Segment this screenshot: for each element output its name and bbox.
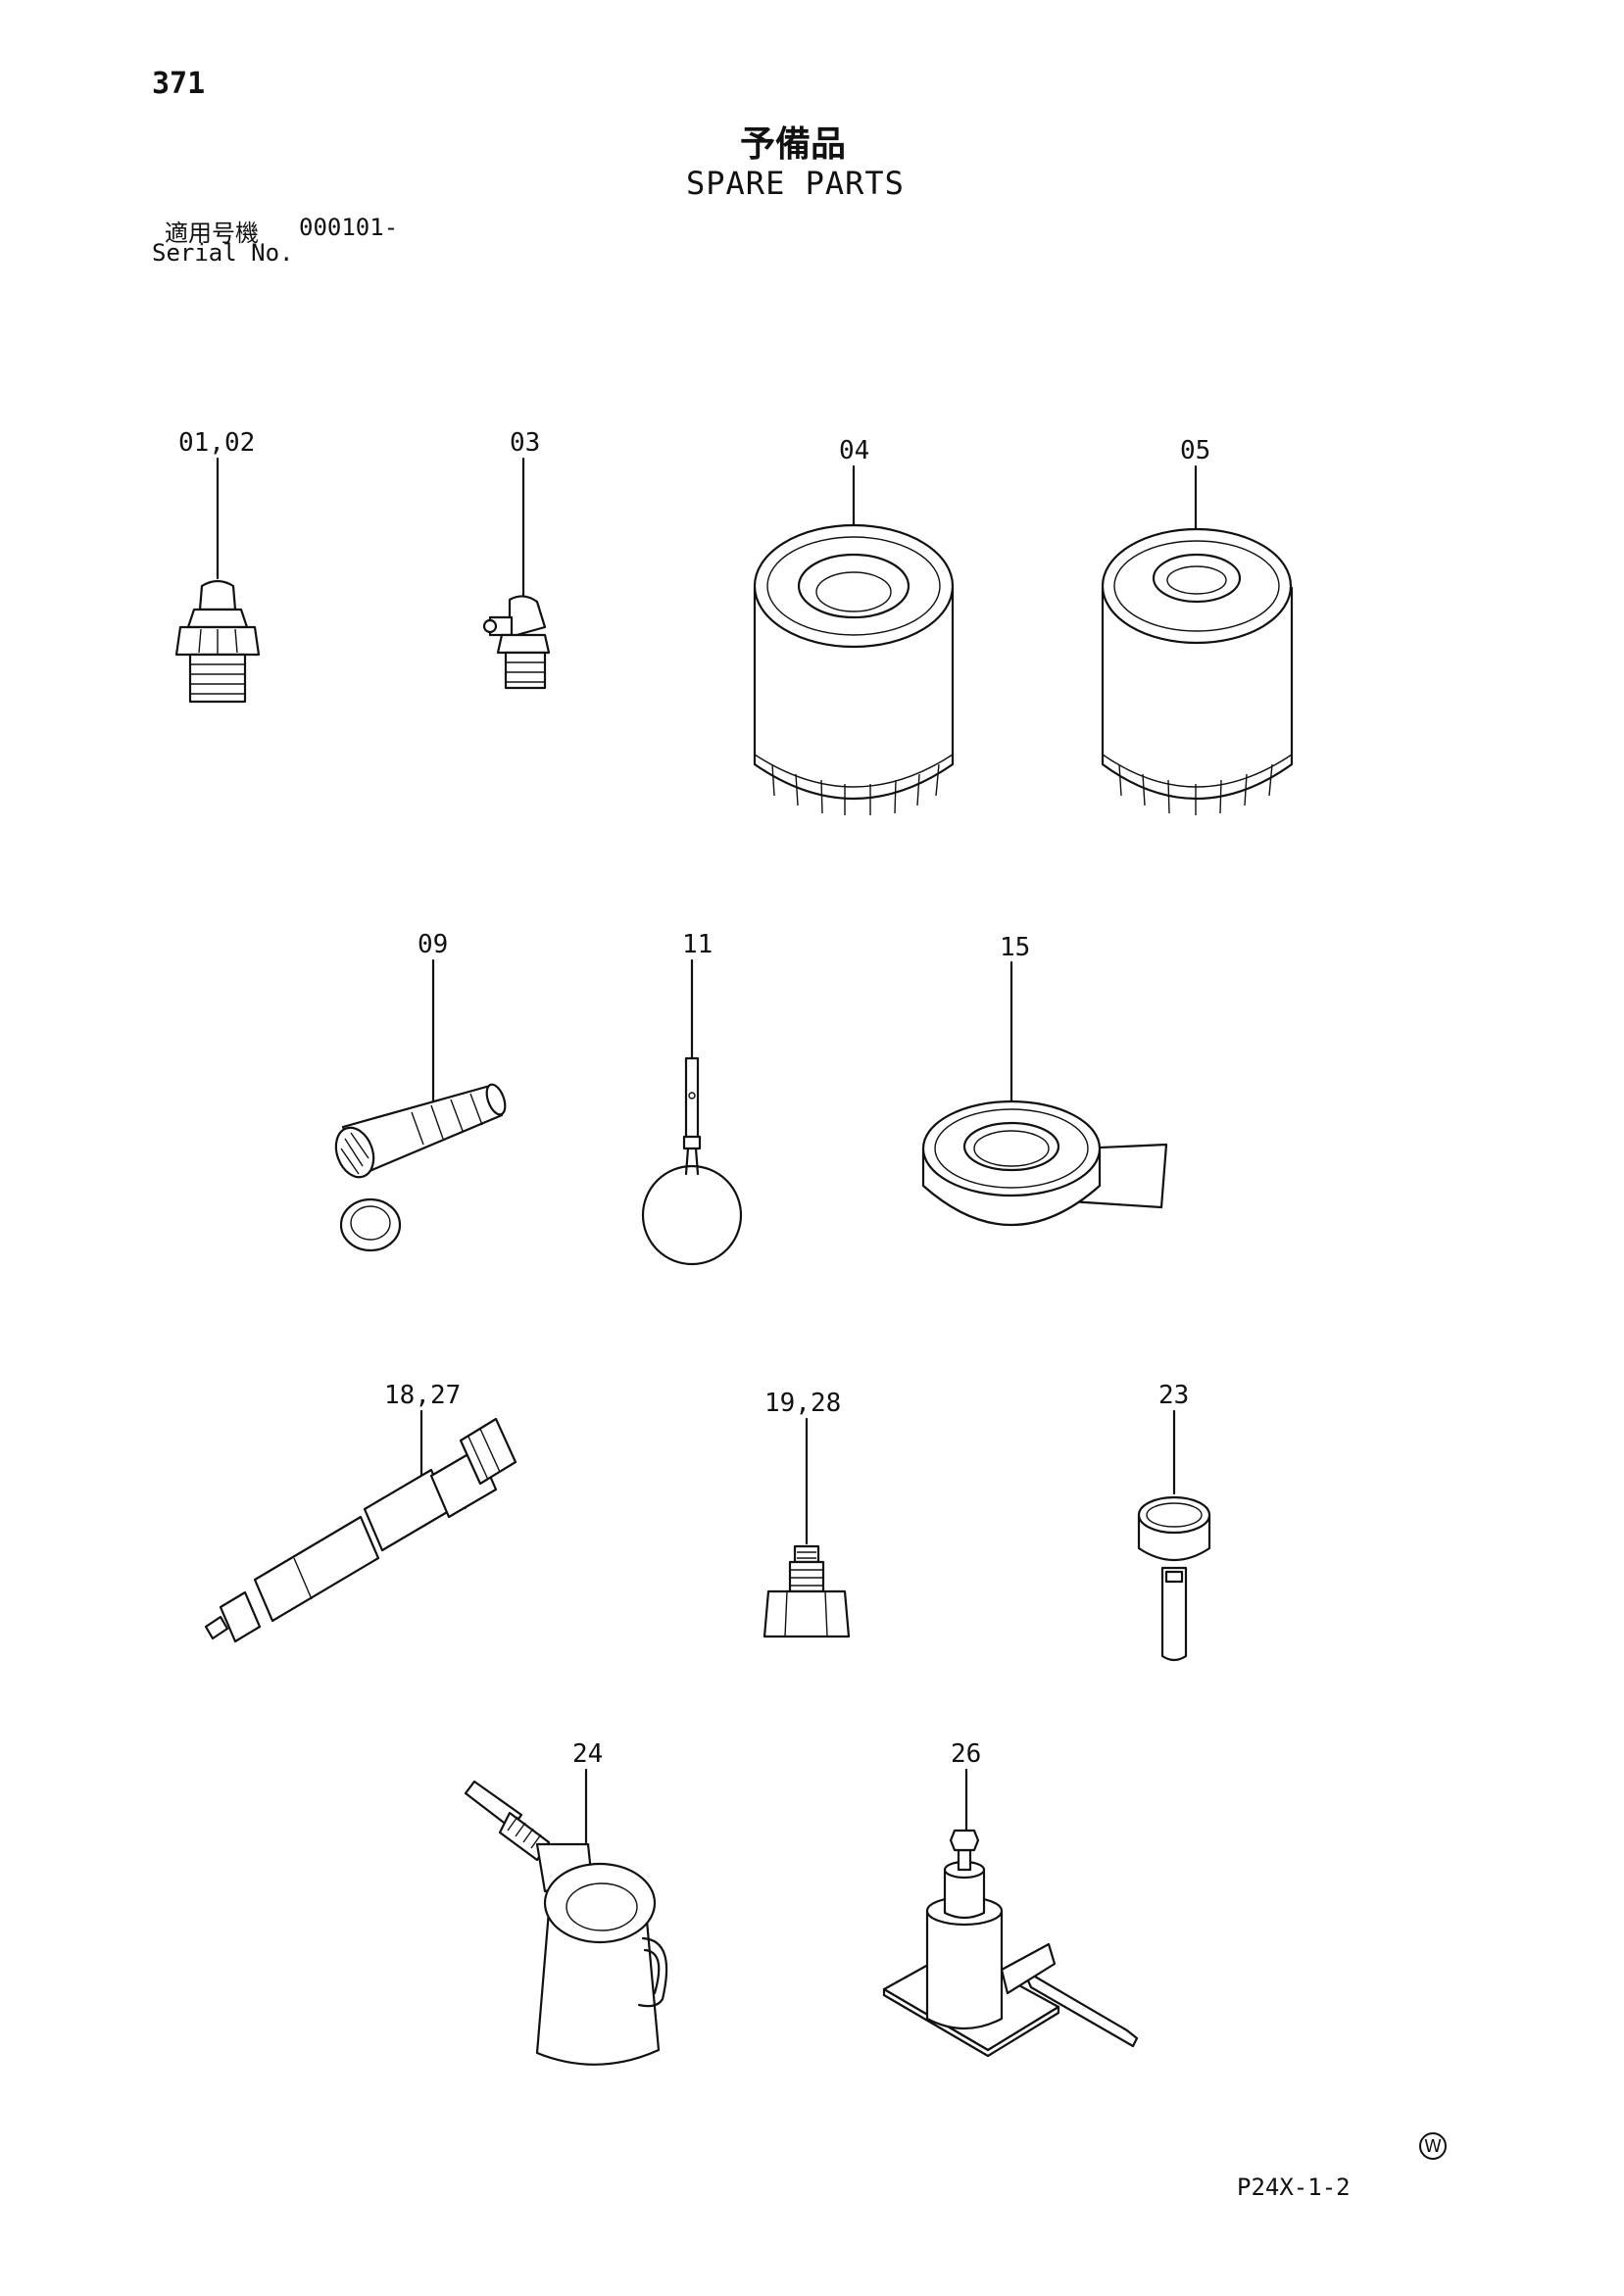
callout-label: 05 [1180, 436, 1210, 465]
part-03[interactable]: 03 [482, 428, 551, 690]
part-19-28[interactable]: 19,28 [763, 1389, 851, 1638]
part-09[interactable]: 09 [329, 930, 509, 1252]
grease-nipple-straight-icon [174, 579, 261, 704]
callout-label: 09 [418, 930, 448, 959]
page-title-en: SPARE PARTS [686, 165, 905, 202]
sealing-tape-roll-icon [921, 1099, 1168, 1226]
grease-nipple-angled-icon [482, 595, 551, 690]
serial-label-jp: 適用号機 [165, 220, 259, 247]
callout-label: 15 [1000, 933, 1030, 962]
page-number: 371 [152, 67, 206, 101]
drawing-code: P24X-1-2 [1237, 2174, 1351, 2201]
oil-can-icon [464, 1780, 668, 2066]
page-title-jp: 予備品 [740, 124, 847, 165]
funnel-tube-icon [1137, 1495, 1211, 1662]
serial-label-en: Serial No. [152, 239, 294, 267]
strainer-element-icon [334, 1083, 507, 1252]
callout-label: 24 [572, 1739, 603, 1769]
part-11[interactable]: 11 [641, 930, 743, 1266]
gauge-ring-icon [641, 1056, 743, 1266]
part-05[interactable]: 05 [1101, 436, 1294, 815]
callout-label: 26 [951, 1739, 981, 1769]
callout-label: 23 [1158, 1381, 1189, 1410]
part-01-02[interactable]: 01,02 [174, 428, 261, 704]
part-26[interactable]: 26 [882, 1739, 1139, 2058]
callout-label: 18,27 [384, 1381, 461, 1410]
adapter-nipple-icon [763, 1544, 851, 1638]
serial-value: 000101- [299, 214, 399, 241]
hydraulic-jack-icon [882, 1829, 1139, 2058]
callout-label: 04 [839, 436, 869, 465]
maker-mark-icon: W [1419, 2132, 1447, 2160]
filter-cartridge-icon [753, 523, 955, 815]
callout-label: 03 [510, 428, 540, 458]
grease-hose-icon [204, 1417, 517, 1643]
callout-label: 01,02 [178, 428, 255, 458]
callout-label: 19,28 [764, 1389, 841, 1418]
callout-label: 11 [682, 930, 713, 959]
filter-cartridge-icon [1101, 527, 1294, 815]
part-24[interactable]: 24 [464, 1739, 668, 2066]
part-04[interactable]: 04 [753, 436, 955, 815]
part-23[interactable]: 23 [1137, 1381, 1211, 1662]
part-15[interactable]: 15 [921, 933, 1168, 1226]
part-18-27[interactable]: 18,27 [204, 1381, 517, 1643]
